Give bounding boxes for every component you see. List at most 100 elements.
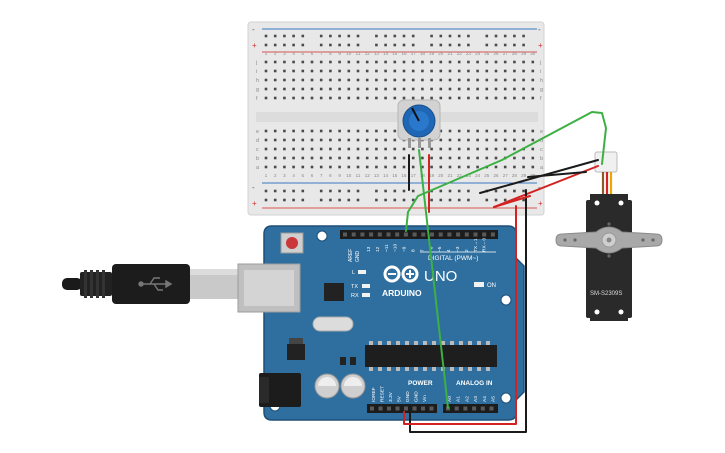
rail-hole[interactable]	[494, 198, 498, 202]
terminal-hole[interactable]	[503, 129, 507, 133]
terminal-hole[interactable]	[494, 78, 498, 82]
terminal-hole[interactable]	[503, 69, 507, 73]
terminal-hole[interactable]	[513, 87, 516, 91]
header-pin[interactable]	[489, 406, 494, 411]
terminal-hole[interactable]	[310, 129, 314, 133]
terminal-hole[interactable]	[365, 156, 369, 160]
terminal-hole[interactable]	[283, 69, 286, 73]
terminal-hole[interactable]	[476, 60, 479, 64]
terminal-hole[interactable]	[356, 78, 360, 82]
terminal-hole[interactable]	[531, 78, 535, 82]
rail-hole[interactable]	[393, 43, 397, 47]
terminal-hole[interactable]	[375, 78, 378, 82]
terminal-hole[interactable]	[476, 87, 479, 91]
terminal-hole[interactable]	[485, 60, 489, 64]
rail-hole[interactable]	[430, 34, 433, 38]
terminal-hole[interactable]	[273, 87, 277, 91]
terminal-hole[interactable]	[476, 147, 479, 151]
terminal-hole[interactable]	[338, 138, 341, 142]
rail-hole[interactable]	[273, 189, 277, 193]
terminal-hole[interactable]	[430, 96, 433, 100]
terminal-hole[interactable]	[347, 96, 351, 100]
terminal-hole[interactable]	[485, 147, 489, 151]
terminal-hole[interactable]	[292, 165, 295, 169]
terminal-hole[interactable]	[319, 129, 323, 133]
terminal-hole[interactable]	[393, 138, 397, 142]
terminal-hole[interactable]	[301, 138, 305, 142]
terminal-hole[interactable]	[522, 87, 525, 91]
terminal-hole[interactable]	[457, 138, 461, 142]
terminal-hole[interactable]	[448, 87, 452, 91]
digital-header-pins[interactable]	[343, 232, 495, 237]
terminal-hole[interactable]	[503, 60, 507, 64]
rail-hole[interactable]	[467, 198, 470, 202]
terminal-hole[interactable]	[430, 87, 433, 91]
terminal-hole[interactable]	[393, 69, 397, 73]
rail-hole[interactable]	[522, 189, 525, 193]
terminal-hole[interactable]	[421, 165, 424, 169]
terminal-hole[interactable]	[375, 165, 378, 169]
terminal-hole[interactable]	[513, 165, 516, 169]
terminal-hole[interactable]	[356, 165, 360, 169]
rail-hole[interactable]	[485, 34, 489, 38]
potentiometer[interactable]	[397, 99, 441, 148]
rail-hole[interactable]	[457, 34, 461, 38]
rail-hole[interactable]	[494, 189, 498, 193]
terminal-hole[interactable]	[439, 129, 443, 133]
rail-hole[interactable]	[439, 34, 443, 38]
terminal-hole[interactable]	[347, 156, 351, 160]
terminal-hole[interactable]	[494, 138, 498, 142]
usb-cable[interactable]	[62, 264, 242, 304]
rail-hole[interactable]	[283, 34, 286, 38]
terminal-hole[interactable]	[329, 87, 332, 91]
servo-horn[interactable]	[555, 222, 663, 258]
terminal-hole[interactable]	[531, 129, 535, 133]
rail-hole[interactable]	[264, 189, 268, 193]
terminal-hole[interactable]	[292, 60, 295, 64]
rail-hole[interactable]	[457, 198, 461, 202]
rail-hole[interactable]	[273, 34, 277, 38]
rail-hole[interactable]	[503, 43, 507, 47]
terminal-hole[interactable]	[310, 96, 314, 100]
terminal-hole[interactable]	[292, 156, 295, 160]
terminal-strip-holes[interactable]	[264, 60, 535, 169]
terminal-hole[interactable]	[411, 60, 415, 64]
terminal-hole[interactable]	[467, 156, 470, 160]
terminal-hole[interactable]	[338, 165, 341, 169]
terminal-hole[interactable]	[356, 129, 360, 133]
rail-hole[interactable]	[356, 43, 360, 47]
terminal-hole[interactable]	[365, 78, 369, 82]
terminal-hole[interactable]	[485, 129, 489, 133]
terminal-hole[interactable]	[411, 96, 415, 100]
rail-hole[interactable]	[338, 189, 341, 193]
terminal-hole[interactable]	[513, 60, 516, 64]
wire-rail-gnd-arduino[interactable]	[409, 189, 527, 433]
terminal-hole[interactable]	[494, 69, 498, 73]
terminal-hole[interactable]	[457, 165, 461, 169]
terminal-hole[interactable]	[393, 129, 397, 133]
rail-hole[interactable]	[301, 43, 305, 47]
terminal-hole[interactable]	[467, 147, 470, 151]
wire-rail-5v-arduino[interactable]	[403, 205, 517, 425]
terminal-hole[interactable]	[494, 156, 498, 160]
rail-hole[interactable]	[411, 43, 415, 47]
header-pin[interactable]	[403, 232, 408, 237]
power-header[interactable]	[367, 404, 437, 413]
terminal-hole[interactable]	[411, 78, 415, 82]
terminal-hole[interactable]	[347, 87, 351, 91]
terminal-hole[interactable]	[375, 69, 378, 73]
terminal-hole[interactable]	[384, 165, 387, 169]
terminal-hole[interactable]	[494, 87, 498, 91]
terminal-hole[interactable]	[338, 129, 341, 133]
terminal-hole[interactable]	[421, 69, 424, 73]
terminal-hole[interactable]	[292, 129, 295, 133]
terminal-hole[interactable]	[365, 87, 369, 91]
terminal-hole[interactable]	[513, 156, 516, 160]
terminal-hole[interactable]	[393, 87, 397, 91]
header-pin[interactable]	[438, 232, 443, 237]
terminal-hole[interactable]	[283, 87, 286, 91]
terminal-hole[interactable]	[301, 60, 305, 64]
terminal-hole[interactable]	[329, 129, 332, 133]
terminal-hole[interactable]	[264, 129, 268, 133]
